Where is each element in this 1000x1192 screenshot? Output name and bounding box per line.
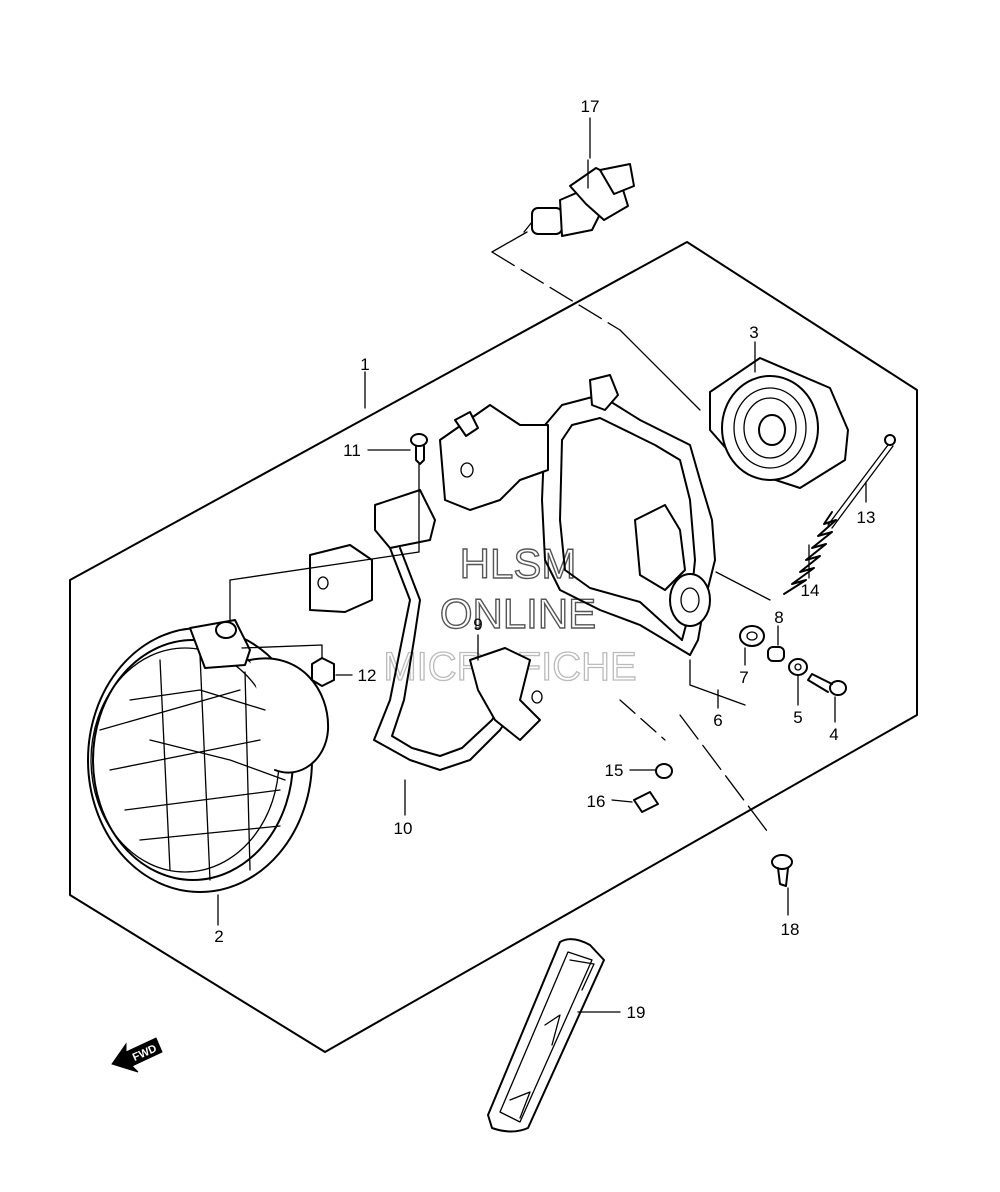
part-18-bolt: [771, 854, 793, 887]
part-15-nut: [655, 763, 673, 779]
assembly-frame-outline: [69, 241, 918, 1053]
watermark-line-1: HLSM: [460, 540, 577, 587]
callout-19: 19: [627, 1003, 646, 1022]
part-13-adjust-screw: [827, 434, 896, 529]
part-16-collar: [633, 791, 659, 813]
callout-6: 6: [713, 711, 722, 730]
callout-14: 14: [801, 581, 820, 600]
callout-10: 10: [394, 819, 413, 838]
callout-12: 12: [358, 666, 377, 685]
part-17-bulb: [523, 159, 635, 237]
watermark: HLSM ONLINE MICROFICHE: [383, 539, 638, 689]
callout-7: 7: [739, 668, 748, 687]
callout-5: 5: [793, 708, 802, 727]
part-2-headlight-unit: [87, 619, 330, 893]
callout-4: 4: [829, 725, 838, 744]
part-3-dust-cover: [709, 357, 849, 489]
part-12-nut: [311, 657, 335, 687]
callout-11: 11: [343, 441, 361, 460]
watermark-line-2: ONLINE: [440, 590, 596, 637]
callout-17: 17: [581, 97, 600, 116]
callout-2: 2: [214, 927, 223, 946]
callout-3: 3: [749, 323, 758, 342]
part-8-collar: [767, 646, 785, 662]
part-14-spring: [783, 511, 837, 595]
fwd-label: FWD: [131, 1043, 159, 1064]
part-4-bolt: [807, 673, 847, 696]
callout-18: 18: [781, 920, 800, 939]
callout-16: 16: [587, 792, 606, 811]
callout-8: 8: [774, 608, 783, 627]
part-5-washer: [788, 658, 808, 676]
callout-15: 15: [605, 761, 624, 780]
part-19-reflector: [487, 938, 605, 1133]
callout-13: 13: [857, 508, 876, 527]
part-1-headlight-case: [439, 374, 716, 656]
leader-lines: [217, 117, 867, 1013]
fwd-arrow-icon: FWD: [111, 1037, 163, 1073]
callout-9: 9: [473, 615, 482, 634]
part-11-screw: [410, 433, 428, 465]
callout-1: 1: [360, 355, 369, 374]
callout-labels: 1 2 3 4 5 6 7 8 9 10 11 12 13 14 15 16 1…: [214, 97, 875, 1022]
part-7-grommet: [739, 625, 765, 647]
